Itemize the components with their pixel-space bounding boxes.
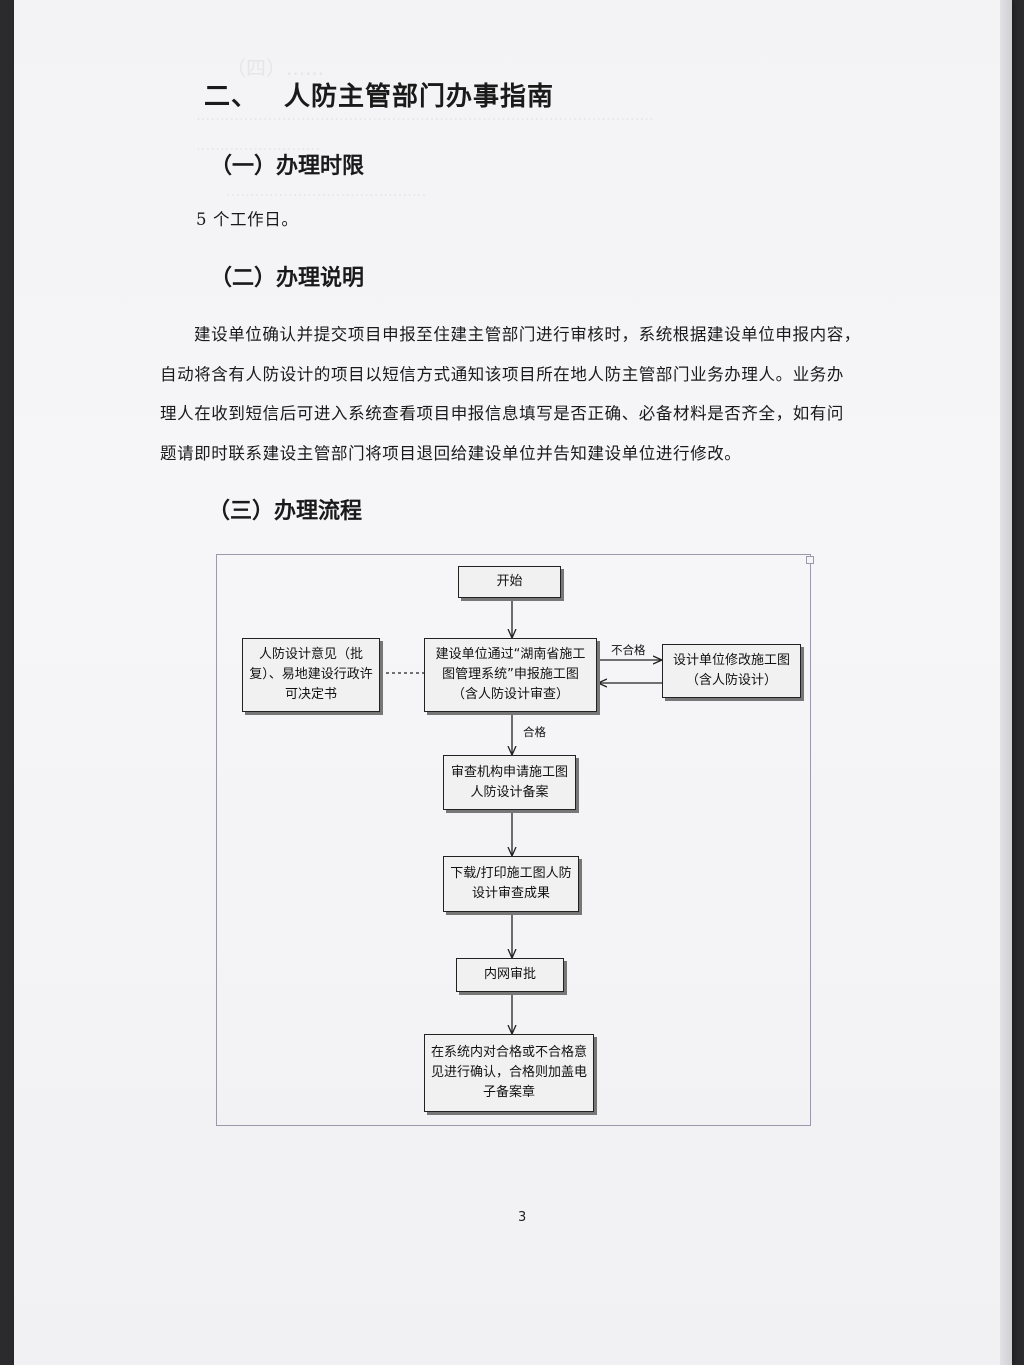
flow-filing-box: 审查机构申请施工图人防设计备案 bbox=[443, 755, 576, 810]
frame-resize-handle bbox=[806, 556, 814, 564]
heading-number: 二、 bbox=[204, 82, 259, 112]
description-line: 题请即时联系建设主管部门将项目退回给建设单位并告知建设单位进行修改。 bbox=[160, 444, 742, 463]
flowchart-frame bbox=[216, 554, 811, 1126]
show-through-text: ........................................… bbox=[226, 182, 427, 200]
show-through-text: .......................... bbox=[196, 136, 320, 154]
description-line: 自动将含有人防设计的项目以短信方式通知该项目所在地人防主管部门业务办理人。业务办 bbox=[160, 365, 844, 384]
section-title-time-limit: （一）办理时限 bbox=[210, 154, 365, 179]
flow-intranet-box: 内网审批 bbox=[456, 958, 564, 992]
label-fail: 不合格 bbox=[611, 643, 646, 657]
flow-approval-docs-box: 人防设计意见（批复）、易地建设行政许可决定书 bbox=[242, 638, 380, 712]
show-through-text: （四）...... bbox=[226, 56, 325, 80]
show-through-text: ........................................… bbox=[196, 106, 654, 124]
flow-download-box: 下载/打印施工图人防设计审查成果 bbox=[443, 856, 579, 912]
section-title-process: （三）办理流程 bbox=[208, 499, 363, 524]
flow-confirm-box: 在系统内对合格或不合格意见进行确认，合格则加盖电子备案章 bbox=[424, 1034, 594, 1112]
flow-revise-box: 设计单位修改施工图（含人防设计） bbox=[662, 644, 801, 698]
flow-submit-box: 建设单位通过“湖南省施工图管理系统”申报施工图（含人防设计审查） bbox=[424, 638, 597, 712]
flow-start-box: 开始 bbox=[458, 566, 561, 598]
main-heading: 二、人防主管部门办事指南 bbox=[204, 76, 554, 113]
description-line: 建设单位确认并提交项目申报至住建主管部门进行审核时，系统根据建设单位申报内容， bbox=[194, 325, 861, 344]
page-edge-shadow bbox=[1000, 0, 1012, 1365]
heading-title: 人防主管部门办事指南 bbox=[284, 82, 555, 112]
page-number: 3 bbox=[518, 1210, 527, 1225]
label-pass: 合格 bbox=[523, 725, 546, 739]
description-line: 理人在收到短信后可进入系统查看项目申报信息填写是否正确、必备材料是否齐全，如有问 bbox=[160, 404, 844, 423]
time-limit-content: 5 个工作日。 bbox=[196, 210, 299, 229]
section-title-description: （二）办理说明 bbox=[210, 266, 365, 291]
